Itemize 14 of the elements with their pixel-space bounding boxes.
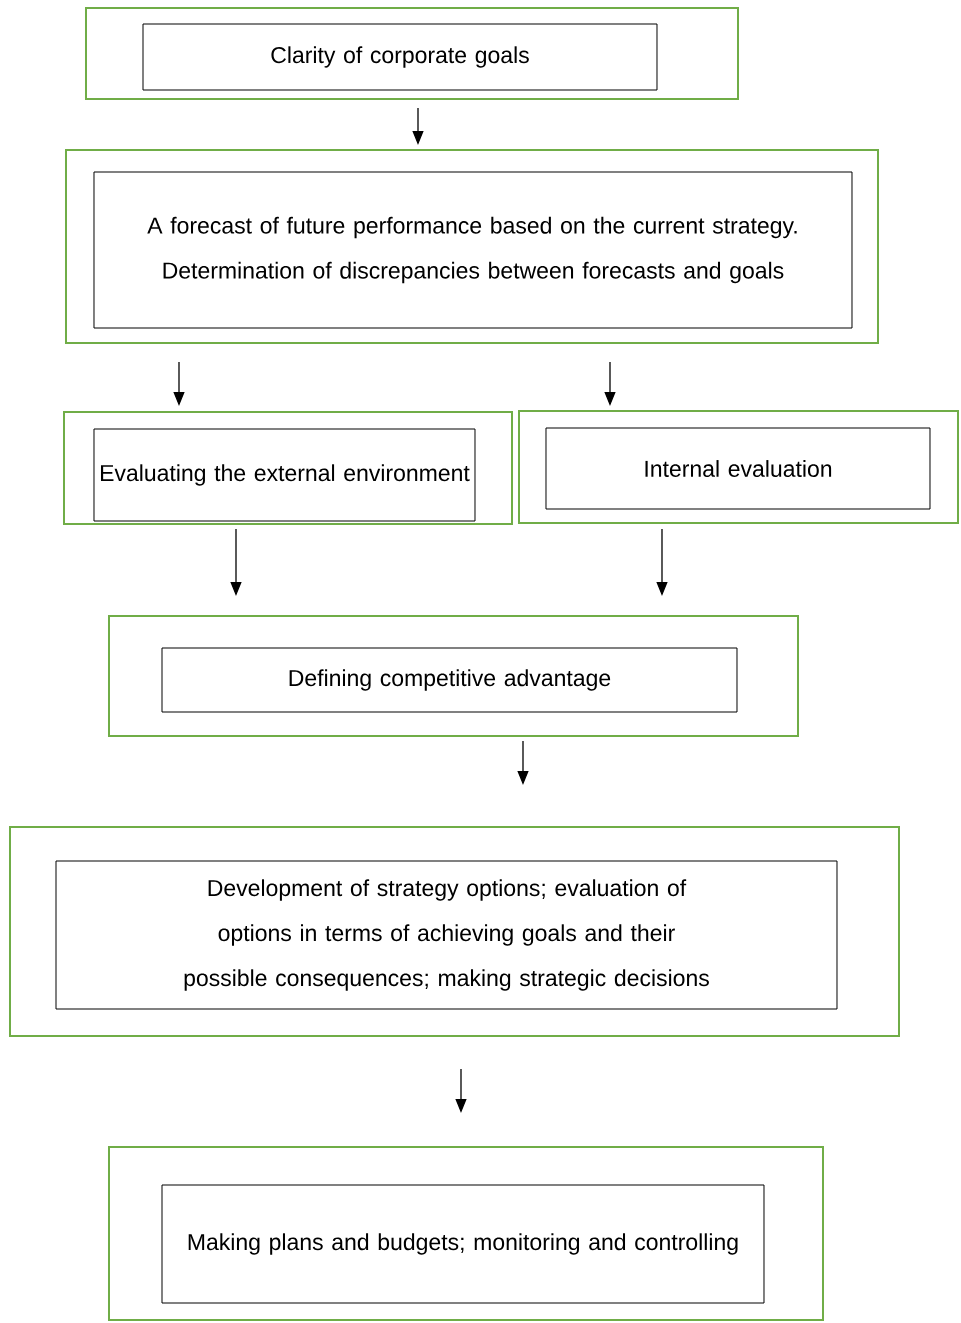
process-box: Development of strategy options; evaluation of options in terms of achieving goals and their possible consequences; making strategic decisions — [55, 860, 838, 1010]
group-frame — [108, 615, 799, 737]
process-box: Clarity of corporate goals — [142, 23, 658, 91]
group-frame — [65, 149, 879, 344]
group-frame — [63, 411, 513, 525]
process-box: Internal evaluation — [545, 427, 931, 510]
group-frame — [518, 410, 959, 524]
group-frame — [9, 826, 900, 1037]
group-frame — [85, 7, 739, 100]
process-box: Making plans and budgets; monitoring and controlling — [161, 1184, 765, 1304]
process-box: Evaluating the external environment — [93, 428, 476, 522]
process-box: A forecast of future performance based on the current strategy. Determination of discrepancies between forecasts and goals — [93, 171, 853, 329]
group-frame — [108, 1146, 824, 1321]
process-box: Defining competitive advantage — [161, 647, 738, 713]
